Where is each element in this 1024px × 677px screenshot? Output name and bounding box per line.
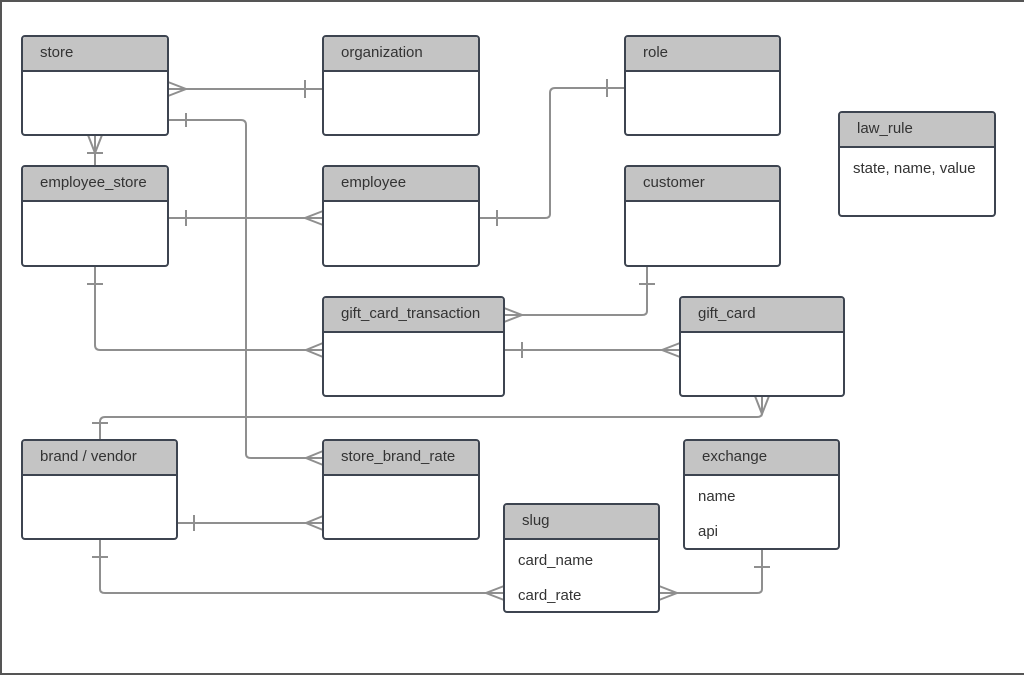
- entity-attribute: state, name, value: [853, 160, 976, 177]
- entity-employee[interactable]: employee: [322, 165, 480, 267]
- entity-customer[interactable]: customer: [624, 165, 781, 267]
- entity-title: law_rule: [840, 113, 994, 148]
- entity-attribute: name: [698, 488, 736, 505]
- entity-brand-vendor[interactable]: brand / vendor: [21, 439, 178, 540]
- entity-title: gift_card_transaction: [324, 298, 503, 333]
- relation-brand-slug: [92, 539, 505, 601]
- relation-employee-store-transaction: [87, 266, 324, 358]
- entity-title: store: [23, 37, 167, 72]
- relation-gift-card-transaction: [504, 342, 681, 358]
- entity-title: slug: [505, 505, 658, 540]
- relation-employee-store-employee: [168, 210, 324, 226]
- relation-store-store-brand-rate: [168, 113, 324, 466]
- entity-employee-store[interactable]: employee_store: [21, 165, 169, 267]
- entity-title: exchange: [685, 441, 838, 476]
- entity-title: gift_card: [681, 298, 843, 333]
- entity-role[interactable]: role: [624, 35, 781, 136]
- entity-slug[interactable]: slug card_name card_rate: [503, 503, 660, 613]
- entity-attribute: card_rate: [518, 587, 582, 604]
- entity-gift-card-transaction[interactable]: gift_card_transaction: [322, 296, 505, 397]
- relation-store-organization: [167, 80, 323, 98]
- relation-brand-store-brand-rate: [177, 515, 324, 531]
- entity-title: customer: [626, 167, 779, 202]
- entity-title: store_brand_rate: [324, 441, 478, 476]
- relation-customer-transaction: [503, 266, 655, 323]
- entity-title: brand / vendor: [23, 441, 176, 476]
- entity-attribute: card_name: [518, 552, 594, 569]
- entity-title: role: [626, 37, 779, 72]
- entity-attribute: api: [698, 523, 719, 540]
- entity-gift-card[interactable]: gift_card: [679, 296, 845, 397]
- relation-exchange-slug: [658, 549, 770, 601]
- entity-law-rule[interactable]: law_rule state, name, value: [838, 111, 996, 217]
- entity-title: employee: [324, 167, 478, 202]
- entity-store-brand-rate[interactable]: store_brand_rate: [322, 439, 480, 540]
- entity-title: employee_store: [23, 167, 167, 202]
- entity-organization[interactable]: organization: [322, 35, 480, 136]
- relation-role-employee: [479, 79, 625, 226]
- entity-title: organization: [324, 37, 478, 72]
- entity-store[interactable]: store: [21, 35, 169, 136]
- entity-exchange[interactable]: exchange name api: [683, 439, 840, 550]
- relation-store-employee-store: [87, 134, 103, 166]
- relation-gift-card-brand: [92, 395, 770, 440]
